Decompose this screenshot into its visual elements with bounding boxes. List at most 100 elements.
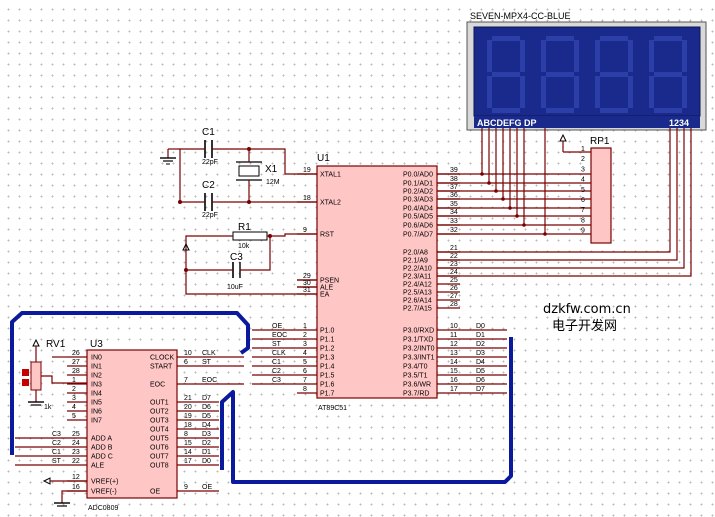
svg-text:XTAL2: XTAL2: [320, 200, 341, 207]
svg-text:24: 24: [72, 440, 80, 447]
svg-text:C3: C3: [272, 377, 281, 384]
rv1-ref: RV1: [46, 339, 66, 350]
svg-text:26: 26: [72, 350, 80, 357]
c1-value: 22pF: [202, 159, 218, 166]
svg-text:IN2: IN2: [91, 373, 102, 380]
svg-text:22: 22: [450, 253, 458, 260]
svg-text:OUT5: OUT5: [150, 436, 169, 443]
svg-text:ADD A: ADD A: [91, 436, 112, 443]
digit-select-wires: [437, 128, 692, 277]
svg-text:7: 7: [184, 377, 188, 384]
rp1-body: [590, 147, 612, 244]
svg-text:D1: D1: [476, 332, 485, 339]
svg-text:20: 20: [184, 404, 192, 411]
c3-value: 10uF: [227, 284, 243, 291]
svg-text:14: 14: [184, 449, 192, 456]
x1-ref: X1: [265, 164, 278, 175]
svg-text:OE: OE: [150, 489, 160, 496]
svg-text:C1: C1: [272, 359, 281, 366]
svg-text:EOC: EOC: [272, 332, 287, 339]
svg-text:32: 32: [450, 227, 458, 234]
svg-text:P0.0/AD0: P0.0/AD0: [403, 172, 433, 179]
svg-text:OUT6: OUT6: [150, 445, 169, 452]
resistor-icon: [232, 231, 268, 241]
svg-text:25: 25: [72, 431, 80, 438]
power-icon-rv1: [32, 338, 40, 347]
vref-connections: [42, 477, 87, 507]
svg-text:6: 6: [303, 368, 307, 375]
svg-text:15: 15: [184, 440, 192, 447]
svg-text:START: START: [150, 364, 173, 371]
svg-text:IN1: IN1: [91, 364, 102, 371]
svg-text:D6: D6: [476, 377, 485, 384]
svg-text:39: 39: [450, 167, 458, 174]
power-icon-reset: [182, 242, 190, 251]
svg-text:16: 16: [72, 484, 80, 491]
svg-text:5: 5: [72, 413, 76, 420]
svg-text:OUT4: OUT4: [150, 427, 169, 434]
svg-text:27: 27: [72, 359, 80, 366]
pot-adjust-down-icon[interactable]: [22, 379, 29, 386]
svg-text:P1.5: P1.5: [320, 373, 335, 380]
svg-text:ADD B: ADD B: [91, 445, 113, 452]
svg-text:P3.1/TXD: P3.1/TXD: [403, 337, 433, 344]
display-title: SEVEN-MPX4-CC-BLUE: [470, 11, 571, 21]
svg-text:18: 18: [303, 195, 311, 202]
svg-text:ADD C: ADD C: [91, 454, 113, 461]
r1-value: 10k: [238, 243, 250, 250]
u1-ref: U1: [317, 153, 330, 164]
potentiometer-rv1: RV1 1k: [22, 338, 87, 411]
svg-text:D3: D3: [476, 350, 485, 357]
svg-text:5: 5: [303, 359, 307, 366]
svg-text:EA: EA: [320, 292, 330, 299]
svg-text:CLK: CLK: [202, 350, 216, 357]
segment-pin-labels: ABCDEFG DP: [477, 118, 537, 128]
svg-text:19: 19: [184, 413, 192, 420]
svg-text:P1.7: P1.7: [320, 391, 335, 398]
svg-text:IN0: IN0: [91, 355, 102, 362]
svg-text:ST: ST: [202, 359, 212, 366]
svg-text:33: 33: [450, 218, 458, 225]
svg-text:24: 24: [450, 269, 458, 276]
svg-text:IN5: IN5: [91, 400, 102, 407]
svg-text:P3.6/WR: P3.6/WR: [403, 382, 431, 389]
svg-text:P0.5/AD5: P0.5/AD5: [403, 214, 433, 221]
svg-text:1: 1: [303, 323, 307, 330]
display-digits: [487, 36, 687, 113]
svg-text:CLOCK: CLOCK: [150, 355, 174, 362]
r1-ref: R1: [238, 222, 251, 233]
adc-u3: U3 26IN027IN128IN21IN32IN43IN54IN65IN725…: [15, 339, 244, 512]
digit-pin-labels: 1234: [669, 118, 689, 128]
c2-ref: C2: [202, 180, 215, 191]
svg-text:EOC: EOC: [202, 377, 217, 384]
svg-text:D5: D5: [202, 413, 211, 420]
svg-text:P2.3/A11: P2.3/A11: [403, 274, 431, 281]
svg-text:7: 7: [303, 377, 307, 384]
svg-text:P2.6/A14: P2.6/A14: [403, 298, 432, 305]
svg-text:ST: ST: [272, 341, 282, 348]
svg-text:OE: OE: [202, 484, 212, 491]
svg-text:23: 23: [450, 261, 458, 268]
svg-text:8: 8: [581, 217, 585, 224]
svg-text:P1.4: P1.4: [320, 364, 335, 371]
svg-text:D7: D7: [476, 386, 485, 393]
svg-text:4: 4: [581, 177, 585, 184]
svg-text:2: 2: [303, 332, 307, 339]
svg-text:34: 34: [450, 209, 458, 216]
svg-text:10: 10: [450, 323, 458, 330]
svg-text:CLK: CLK: [272, 350, 286, 357]
svg-text:RST: RST: [320, 232, 335, 239]
svg-text:28: 28: [450, 301, 458, 308]
svg-text:P3.7/RD: P3.7/RD: [403, 391, 429, 398]
pot-adjust-up-icon[interactable]: [22, 369, 29, 376]
svg-text:21: 21: [184, 395, 192, 402]
svg-text:OE: OE: [272, 323, 282, 330]
svg-text:P2.5/A13: P2.5/A13: [403, 290, 432, 297]
svg-text:1: 1: [581, 146, 585, 153]
svg-text:18: 18: [184, 422, 192, 429]
reset-section: R1 10k C3 10uF: [182, 222, 317, 295]
svg-text:P0.7/AD7: P0.7/AD7: [403, 232, 433, 239]
svg-text:14: 14: [450, 359, 458, 366]
svg-text:VREF(+): VREF(+): [91, 479, 118, 486]
